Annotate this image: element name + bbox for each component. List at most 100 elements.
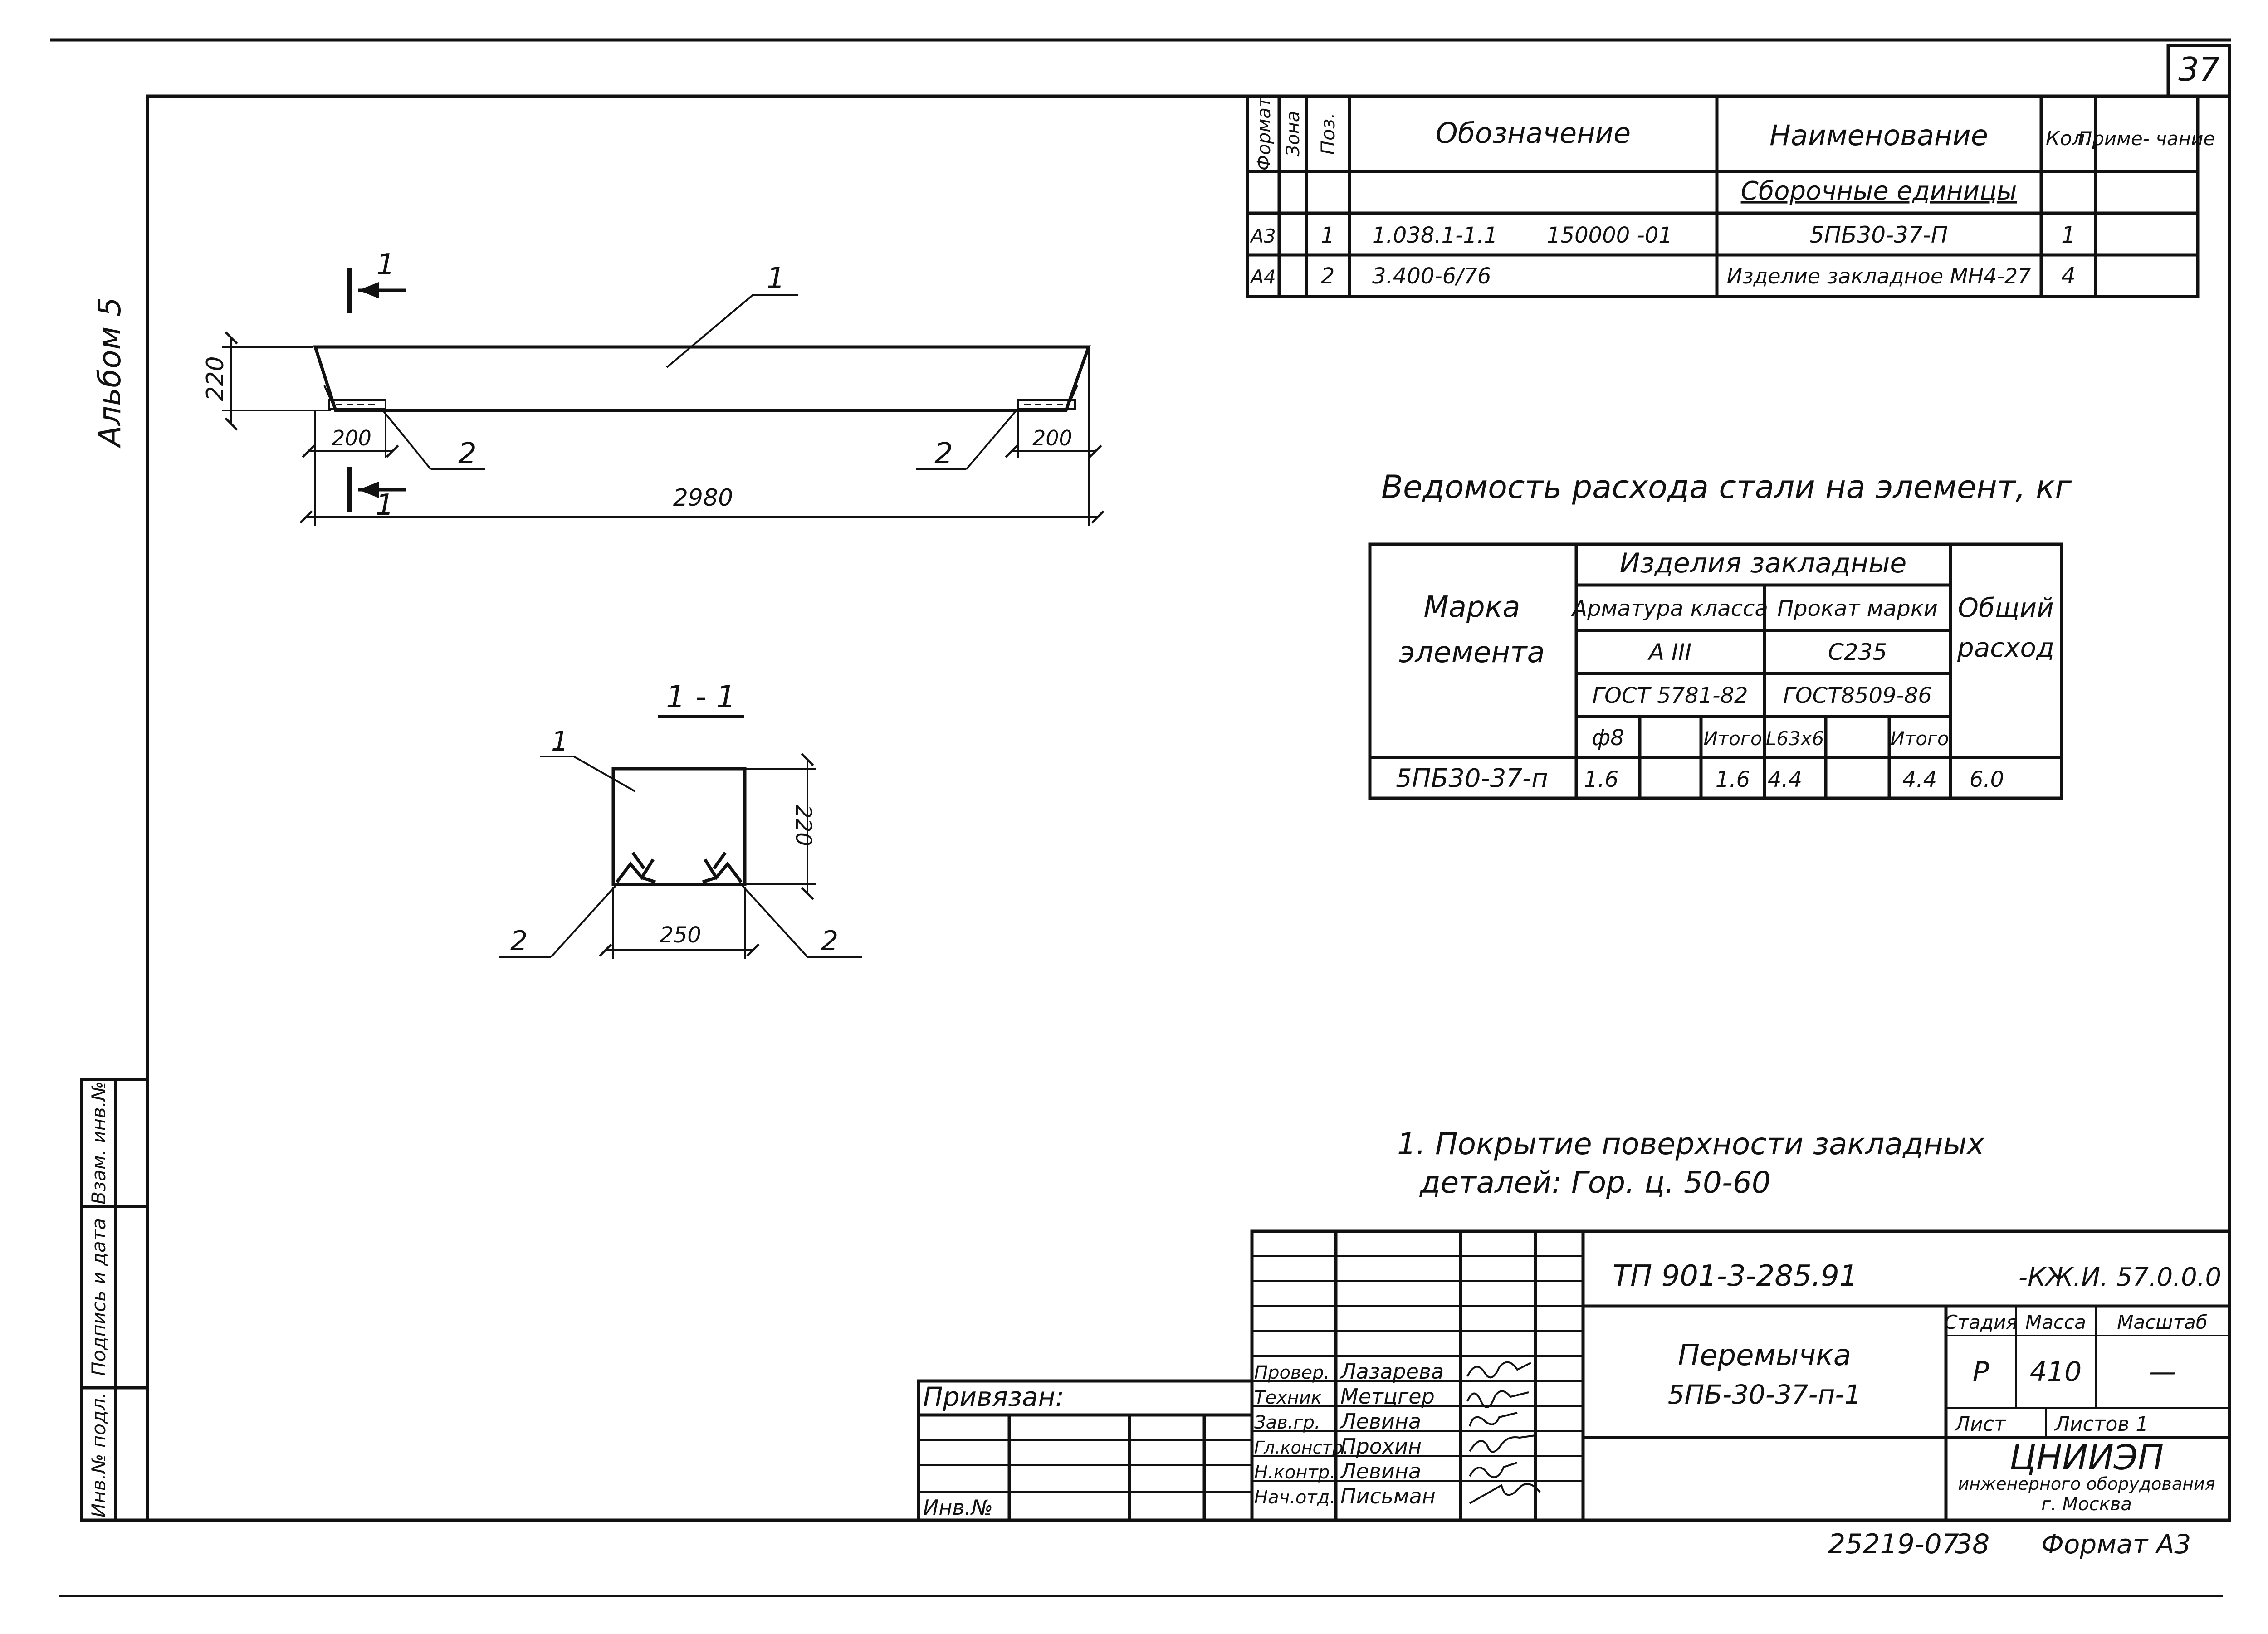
org-name: ЦНИИЭП [2009,1437,2164,1478]
side-stamp-replace: Взам. инв.№ [88,1081,110,1205]
steel-header-embedded: Изделия закладные [1620,547,1907,579]
steel-table-row: 5ПБ30-37-п 1.6 1.6 4.4 4.4 6.0 [1396,764,2004,793]
sheets-label: Листов 1 [2054,1413,2148,1436]
doc-code-suffix: -КЖ.И. 57.0.0.0 [2019,1263,2221,1292]
callout-part2-left: 2 [458,437,477,471]
role-label: Техник [1254,1387,1322,1408]
spec-row-format: А4 [1249,266,1276,288]
steel-rolled-grade-value: С235 [1828,639,1887,665]
section-callout-part2-left: 2 [510,925,528,957]
steel-row-total: 6.0 [1970,767,2004,792]
section-title: 1 - 1 [666,679,736,715]
section-callout-part2-right: 2 [821,925,838,957]
bound-label: Привязан: [923,1381,1064,1412]
mass-label: Масса [2025,1311,2086,1333]
spec-row-qty: 4 [2061,263,2076,289]
steel-gost-rebar: ГОСТ 5781-82 [1592,683,1748,708]
spec-header-zone: Зона [1283,111,1304,157]
stage-label: Стадия [1944,1311,2017,1333]
org-subtitle: инженерного оборудования [1958,1474,2215,1494]
drawing-name: Перемычка [1678,1339,1851,1372]
mass-value: 410 [2030,1356,2082,1388]
scale-label: Масштаб [2117,1311,2208,1333]
signatures [1466,1361,1541,1504]
person-name: Левина [1339,1459,1421,1483]
role-label: Н.контр. [1254,1462,1335,1483]
footer-code: 25219-07 [1828,1528,1959,1560]
steel-col-itogo-rebar: Итого [1703,727,1762,750]
person-name: Лазарева [1339,1359,1444,1384]
album-label: Альбом 5 [92,297,128,449]
sheet-label: Лист [1954,1413,2006,1436]
section-view: 1 - 1 220 250 1 2 2 [499,679,862,959]
spec-header-format: Формат [1254,96,1275,171]
side-stamp: Инв.№ подл. Подпись и дата Взам. инв.№ [80,1078,149,1522]
spec-row-name: 5ПБ30-37-П [1810,222,1948,248]
spec-header-name: Наименование [1769,119,1988,152]
section-dim-width: 250 [660,922,701,948]
drawing-mark: 5ПБ-30-37-п-1 [1668,1379,1861,1410]
callout-part2-right: 2 [934,437,953,471]
steel-col-phi8: ф8 [1592,725,1624,751]
stage-value: Р [1973,1356,1989,1388]
spec-header-qty: Кол. [2046,127,2091,150]
binding-block: Привязан: Инв.№ [917,1379,1254,1522]
section-dim-height: 220 [791,805,816,846]
person-name: Метцгер [1340,1384,1435,1409]
page-number: 37 [2178,50,2220,88]
footer-page: 38 [1955,1528,1989,1560]
steel-row-phi8: 1.6 [1584,767,1618,792]
callout-part1: 1 [767,262,785,295]
title-block: ТП 901-3-285.91 -КЖ.И. 57.0.0.0 Перемычк… [1250,1229,2231,1522]
spec-header-designation: Обозначение [1436,117,1631,150]
elevation-dim-height: 220 [202,356,229,401]
steel-header-rolled-grade: Прокат марки [1777,596,1938,621]
role-label: Провер. [1254,1362,1330,1383]
steel-header-total: Общий [1958,592,2053,623]
steel-header-rebar-class: Арматура класса [1571,596,1768,621]
scale-value: — [2149,1356,2176,1388]
steel-col-itogo-rolled: Итого [1890,727,1949,750]
spec-section-label: Сборочные единицы [1741,176,2017,206]
person-name: Письман [1340,1484,1436,1508]
steel-header-consumption: расход [1957,632,2054,663]
steel-row-itogo-rolled: 4.4 [1902,767,1937,792]
footer-format: Формат А3 [2041,1529,2191,1560]
spec-row-designation-suffix: 150000 -01 [1547,223,1672,248]
elevation-view: 1 1 220 200 200 2980 1 2 2 [202,248,1105,526]
steel-rebar-class-value: А III [1647,639,1691,665]
side-stamp-sign: Подпись и дата [88,1218,110,1376]
section-callout-part1: 1 [551,726,568,757]
person-name: Прохин [1340,1434,1422,1458]
role-label: Гл.констр. [1254,1438,1349,1458]
steel-table: Марка элемента Изделия закладные Арматур… [1368,542,2063,800]
steel-header-mark: Марка [1424,590,1520,624]
spec-row-format: А3 [1249,225,1276,247]
spec-table: Формат Зона Поз. Обозначение Наименовани… [1246,94,2215,298]
spec-row-pos: 1 [1321,223,1335,248]
steel-row-angle: 4.4 [1768,767,1802,792]
note-line-2: деталей: Гор. ц. 50-60 [1419,1165,1771,1200]
steel-table-title: Ведомость расхода стали на элемент, кг [1381,468,2072,506]
steel-row-itogo-rebar: 1.6 [1716,767,1750,792]
role-label: Нач.отд. [1254,1487,1335,1508]
spec-header-pos: Поз. [1317,113,1339,155]
elevation-dim-right: 200 [1032,426,1072,450]
steel-col-angle: L63x6 [1766,727,1824,750]
elevation-dim-left: 200 [332,426,371,450]
section-mark-top: 1 [376,248,395,282]
note-line-1: 1. Покрытие поверхности закладных [1397,1127,1985,1161]
doc-code: ТП 901-3-285.91 [1613,1259,1858,1293]
spec-row: А3 1 1.038.1-1.1 150000 -01 5ПБ30-37-П 1 [1249,222,2076,248]
org-city: г. Москва [2041,1494,2132,1515]
spec-row-qty: 1 [2061,222,2076,248]
spec-row-pos: 2 [1321,263,1335,289]
steel-gost-rolled: ГОСТ8509-86 [1783,683,1932,708]
person-name: Левина [1339,1409,1421,1434]
steel-row-mark: 5ПБ30-37-п [1396,764,1548,793]
side-stamp-inv: Инв.№ подл. [88,1392,110,1517]
steel-header-element: элемента [1399,636,1545,669]
spec-row-designation: 3.400-6/76 [1372,263,1491,289]
spec-header-note: Приме- чание [2078,127,2215,150]
